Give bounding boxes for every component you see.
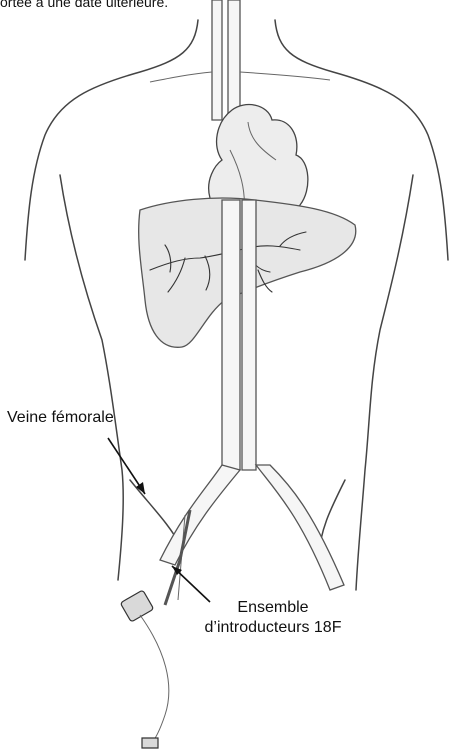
introducer-label-line1: Ensemble [180, 598, 366, 618]
stopcock [142, 738, 158, 748]
vena-cava [222, 200, 240, 470]
subclavian-right [240, 72, 330, 80]
subclavian-left [150, 72, 212, 82]
introducer-label-line2: d’introducteurs 18F [180, 618, 366, 638]
neck-vessel-right [228, 0, 240, 120]
iliac-right [256, 465, 344, 590]
aorta [242, 200, 256, 470]
femoral-vein-label: Veine fémorale [7, 408, 114, 428]
iliac-left [160, 465, 240, 565]
introducer-label: Ensemble d’introducteurs 18F [0, 598, 473, 638]
neck-vessel-left [212, 0, 222, 120]
